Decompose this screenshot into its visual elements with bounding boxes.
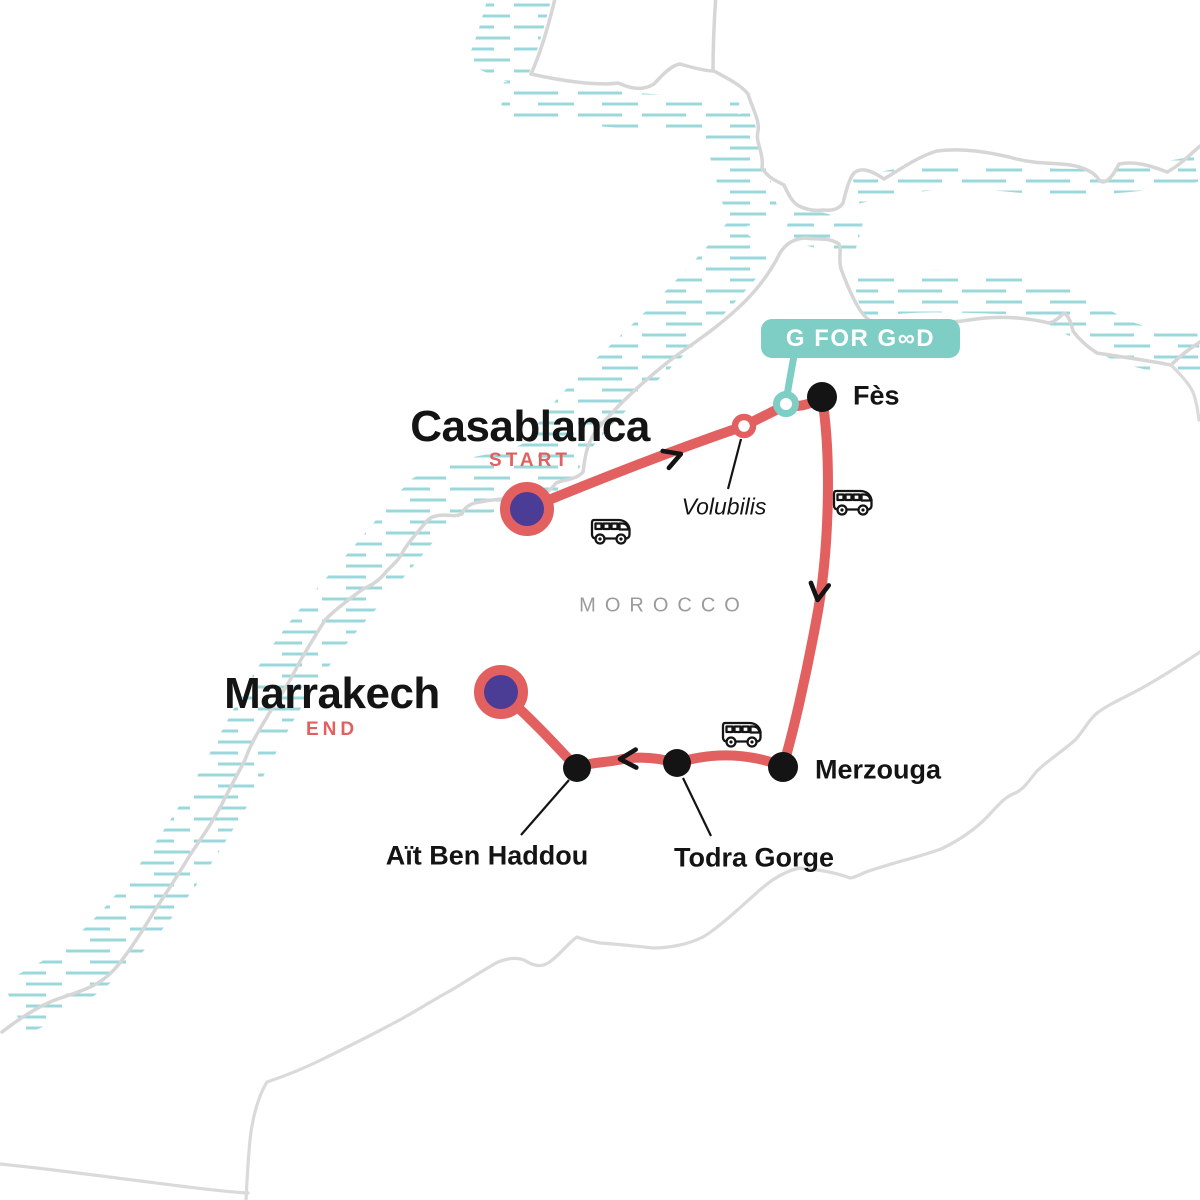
route-casablanca-volubilis <box>522 421 749 514</box>
direction-arrow <box>808 580 832 603</box>
marrakech-end-tag: END <box>305 719 359 740</box>
ait-ben-haddou-dot <box>563 754 591 782</box>
todra-gorge-label: Todra Gorge <box>673 842 835 873</box>
merzouga-label: Merzouga <box>815 754 942 785</box>
country-label: MOROCCO <box>579 594 749 617</box>
border-morocco-algeria-north <box>1169 363 1200 422</box>
coastline-iberia-south <box>529 62 1200 213</box>
label-leader-lines <box>520 438 743 837</box>
route-fes-merzouga <box>778 392 833 771</box>
ait-ben-haddou-leader-line <box>520 779 570 836</box>
stop-markers <box>474 382 837 782</box>
direction-arrow <box>660 448 684 471</box>
start-marker-casablanca <box>500 482 554 536</box>
volubilis-label: Volubilis <box>681 493 767 520</box>
casablanca-label: Casablanca <box>410 402 650 451</box>
end-marker-marrakech <box>474 665 528 719</box>
merzouga-dot <box>768 752 798 782</box>
fes-label: Fès <box>853 380 900 411</box>
ait-ben-haddou-label: Aït Ben Haddou <box>385 840 589 871</box>
g-for-good-badge: G FOR G∞D <box>761 319 960 358</box>
todra-gorge-dot <box>663 749 691 777</box>
bus-icon <box>721 721 762 748</box>
sea-hatching <box>2 0 1200 1035</box>
bus-icon <box>832 489 873 516</box>
casablanca-start-tag: START <box>489 450 571 471</box>
coastline-iberia-west <box>529 0 557 76</box>
direction-arrow <box>617 747 639 770</box>
country-borders <box>0 363 1200 1200</box>
marrakech-label: Marrakech <box>224 669 440 718</box>
border-bottom-left <box>0 1162 250 1195</box>
g-for-good-marker <box>773 391 799 417</box>
direction-arrows <box>617 448 832 770</box>
fes-dot <box>807 382 837 412</box>
volubilis-leader-line <box>726 438 743 490</box>
volubilis-open-marker <box>731 413 757 439</box>
border-morocco-algeria <box>244 650 1200 1200</box>
border-iberia-top <box>711 0 718 73</box>
g-for-good-badge-text: G FOR G∞D <box>785 324 936 352</box>
todra-gorge-leader-line <box>682 777 712 837</box>
route-merzouga-todra <box>672 750 788 771</box>
bus-icon <box>590 518 631 545</box>
